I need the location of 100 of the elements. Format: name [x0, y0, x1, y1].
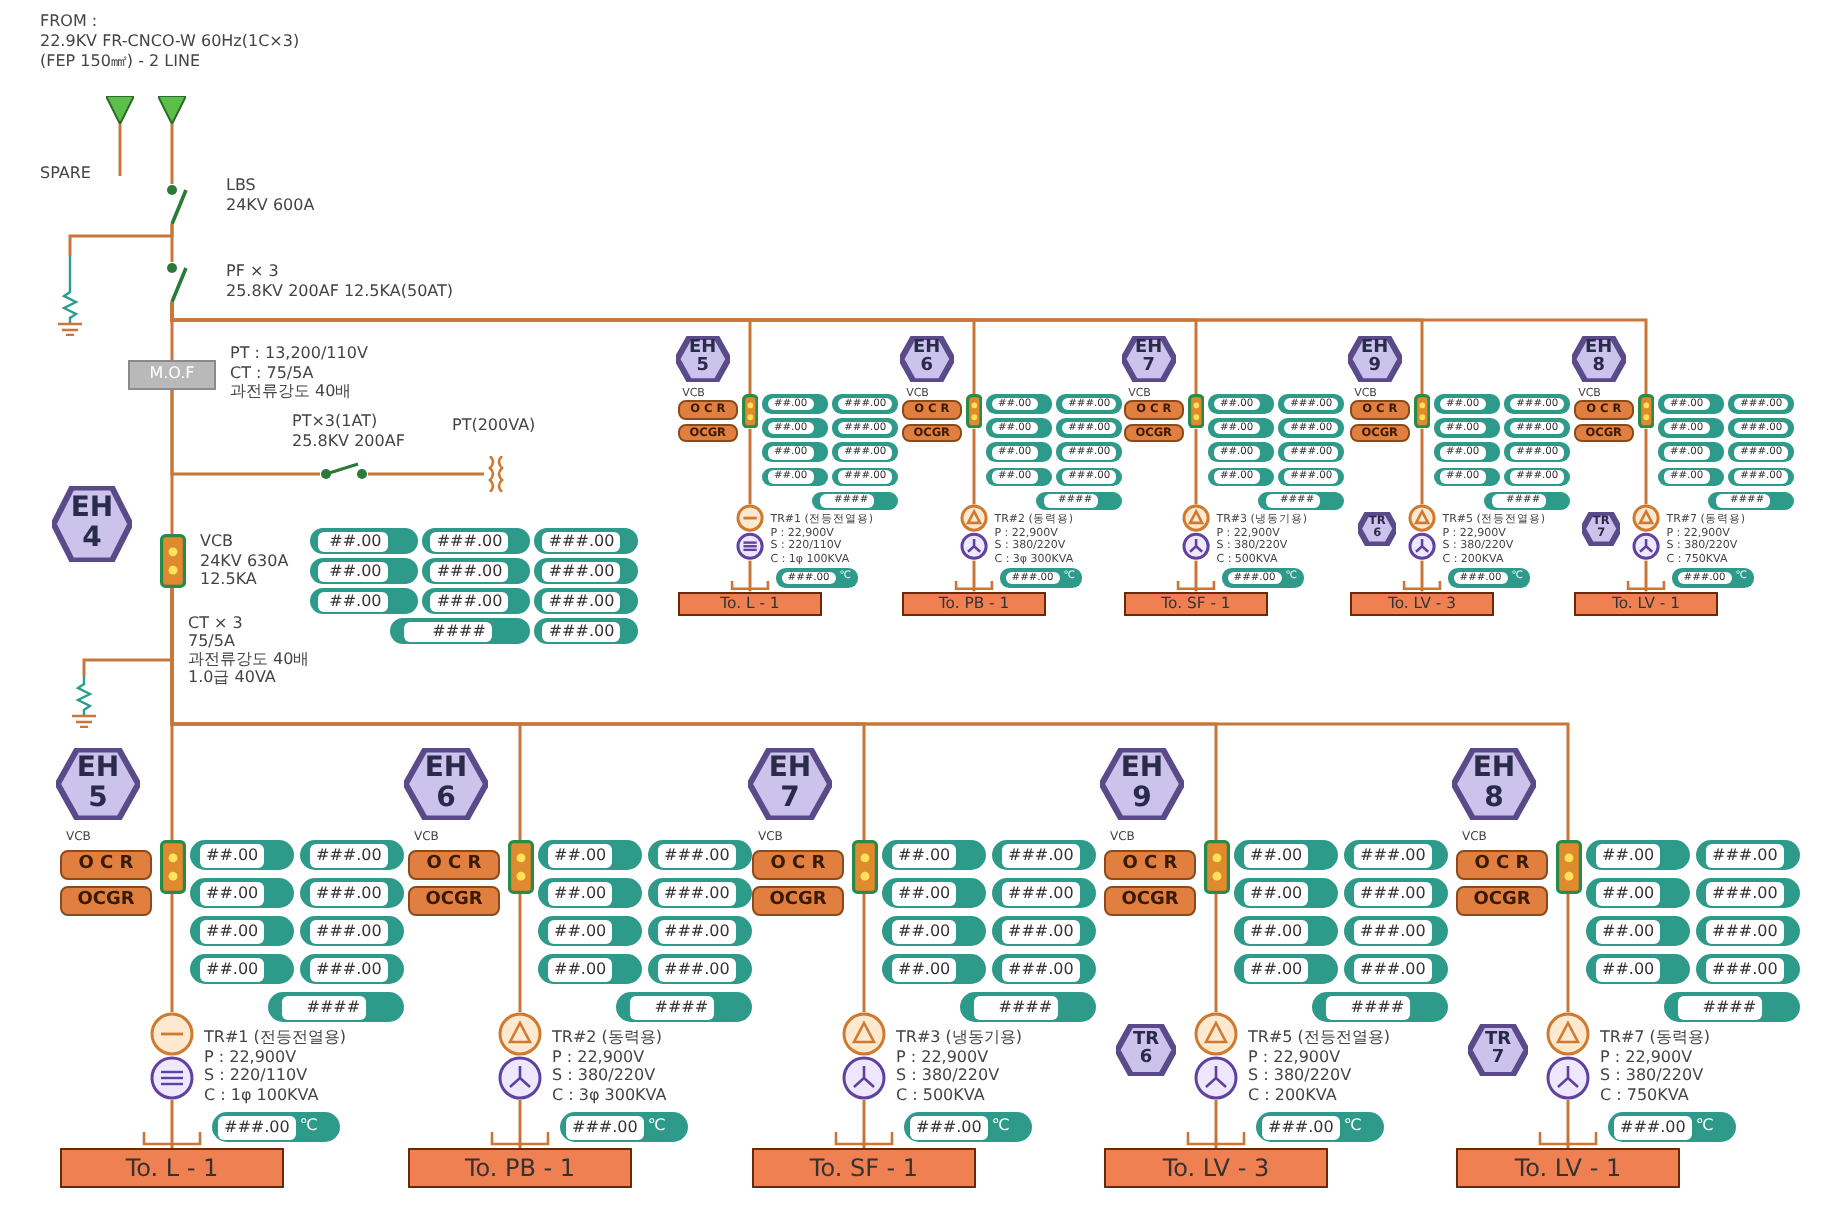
circuit-breaker-symbol	[741, 394, 759, 429]
equipment-rating: C : 1φ 100KVA	[204, 1085, 319, 1105]
equipment-rating: P : 22,900V	[552, 1047, 645, 1067]
ground-symbol	[72, 676, 96, 728]
meter-readout: ##.00	[310, 528, 418, 554]
conductor-line	[862, 894, 866, 1012]
temperature-readout: ###.00 ℃	[1256, 1112, 1384, 1142]
meter-readout: ###.00	[1344, 878, 1448, 908]
meter-readout: ###.00	[300, 840, 404, 870]
equipment-rating: 75/5A	[188, 632, 235, 652]
equipment-tag: EH 8	[1571, 335, 1626, 382]
equipment-rating: 24KV 600A	[226, 195, 315, 215]
equipment-tag: EH 7	[748, 748, 832, 820]
conductor-line	[518, 894, 522, 1012]
circuit-breaker-symbol	[965, 394, 983, 429]
equipment-tag: EH 6	[404, 748, 488, 820]
equipment-tag: EH 7	[1121, 335, 1176, 382]
conductor-line	[1644, 560, 1648, 592]
equipment-tag: EH 9	[1347, 335, 1402, 382]
temperature-readout: ###.00 ℃	[560, 1112, 688, 1142]
conductor-line	[170, 302, 1648, 395]
meter-readout: ##.00	[190, 916, 294, 946]
meter-readout: ##.00	[1234, 916, 1338, 946]
meter-readout: ##.00	[882, 954, 986, 984]
equipment-rating: LBS	[226, 176, 256, 196]
relay-label: O C R	[1104, 850, 1196, 880]
equipment-rating: 과전류강도 40배	[230, 382, 352, 402]
meter-readout: ####	[1312, 992, 1448, 1022]
equipment-rating: TR#3 (냉동기용)	[896, 1028, 1023, 1048]
meter-readout: ###.00	[422, 528, 530, 554]
equipment-rating: P : 22,900V	[896, 1047, 989, 1067]
equipment-rating: CT × 3	[188, 614, 243, 634]
destination-box: To. LV - 3	[1104, 1148, 1328, 1188]
equipment-rating: TR#7 (동력용)	[1600, 1028, 1711, 1048]
temperature-readout: ###.00 ℃	[1608, 1112, 1736, 1142]
meter-readout: ###.00	[648, 916, 752, 946]
meter-readout: ####	[960, 992, 1096, 1022]
metering-box: M.O.F	[128, 360, 216, 390]
equipment-rating: P : 22,900V	[1600, 1047, 1693, 1067]
relay-label: OCGR	[752, 886, 844, 916]
meter-readout: ####	[390, 618, 530, 644]
equipment-rating: C : 3φ 300KVA	[552, 1085, 667, 1105]
conductor-line	[1420, 560, 1424, 592]
meter-readout: ##.00	[190, 878, 294, 908]
conductor-line	[170, 894, 174, 1012]
equipment-rating: TR#1 (전등전열용)	[204, 1028, 347, 1048]
relay-label: O C R	[60, 850, 152, 880]
equipment-rating: S : 380/220V	[552, 1066, 656, 1086]
destination-box: To. LV - 1	[1456, 1148, 1680, 1188]
conductor-line	[862, 1100, 866, 1148]
meter-readout: ###.00	[992, 916, 1096, 946]
circuit-breaker-symbol	[1555, 840, 1581, 894]
meter-readout: ##.00	[1234, 840, 1338, 870]
equipment-rating: 24KV 630A	[200, 551, 289, 571]
conductor-line	[748, 560, 752, 592]
circuit-breaker-symbol	[851, 840, 877, 894]
meter-readout: ###.00	[992, 840, 1096, 870]
meter-readout: ###.00	[648, 878, 752, 908]
circuit-breaker-symbol	[159, 534, 185, 588]
equipment-rating: C : 200KVA	[1248, 1085, 1337, 1105]
conductor-line	[1194, 428, 1198, 505]
meter-readout: ###.00	[300, 916, 404, 946]
circuit-breaker-symbol	[507, 840, 533, 894]
equipment-tag: EH 4	[52, 486, 132, 562]
meter-readout: ####	[268, 992, 404, 1022]
cable-terminal-symbol	[158, 96, 186, 124]
transformer-symbol	[1181, 504, 1211, 561]
meter-readout: ##.00	[1234, 954, 1338, 984]
conductor-line	[170, 124, 174, 184]
transformer-symbol	[735, 504, 765, 561]
equipment-tag: EH 5	[56, 748, 140, 820]
transformer-symbol	[842, 1012, 886, 1100]
equipment-rating: S : 380/220V	[1600, 1066, 1704, 1086]
meter-readout: ###.00	[1696, 840, 1800, 870]
conductor-line	[82, 588, 174, 676]
meter-readout: ##.00	[310, 558, 418, 584]
meter-readout: ###.00	[534, 528, 638, 554]
meter-readout: ##.00	[882, 840, 986, 870]
equipment-rating: S : 220/110V	[204, 1066, 308, 1086]
equipment-rating: SPARE	[40, 164, 91, 184]
equipment-rating: 1.0급 40VA	[188, 668, 276, 688]
conductor-line	[1194, 560, 1198, 592]
circuit-breaker-symbol	[1203, 840, 1229, 894]
equipment-rating: 과전류강도 40배	[188, 650, 310, 670]
conductor-line	[748, 428, 752, 505]
equipment-rating: S : 380/220V	[1248, 1066, 1352, 1086]
equipment-tag: EH 6	[899, 335, 954, 382]
conductor-line	[972, 560, 976, 592]
meter-readout: ###.00	[1696, 878, 1800, 908]
meter-readout: ###.00	[300, 954, 404, 984]
supply-note: 22.9KV FR-CNCO-W 60Hz(1C×3)	[40, 32, 300, 52]
meter-readout: ###.00	[534, 588, 638, 614]
equipment-rating: 12.5KA	[200, 570, 257, 590]
transformer-symbol	[1407, 504, 1437, 561]
conductor-line	[1644, 428, 1648, 505]
meter-readout: ###.00	[1344, 840, 1448, 870]
meter-readout: ##.00	[1586, 840, 1690, 870]
meter-readout: ###.00	[300, 878, 404, 908]
relay-label: O C R	[752, 850, 844, 880]
meter-readout: ###.00	[648, 954, 752, 984]
